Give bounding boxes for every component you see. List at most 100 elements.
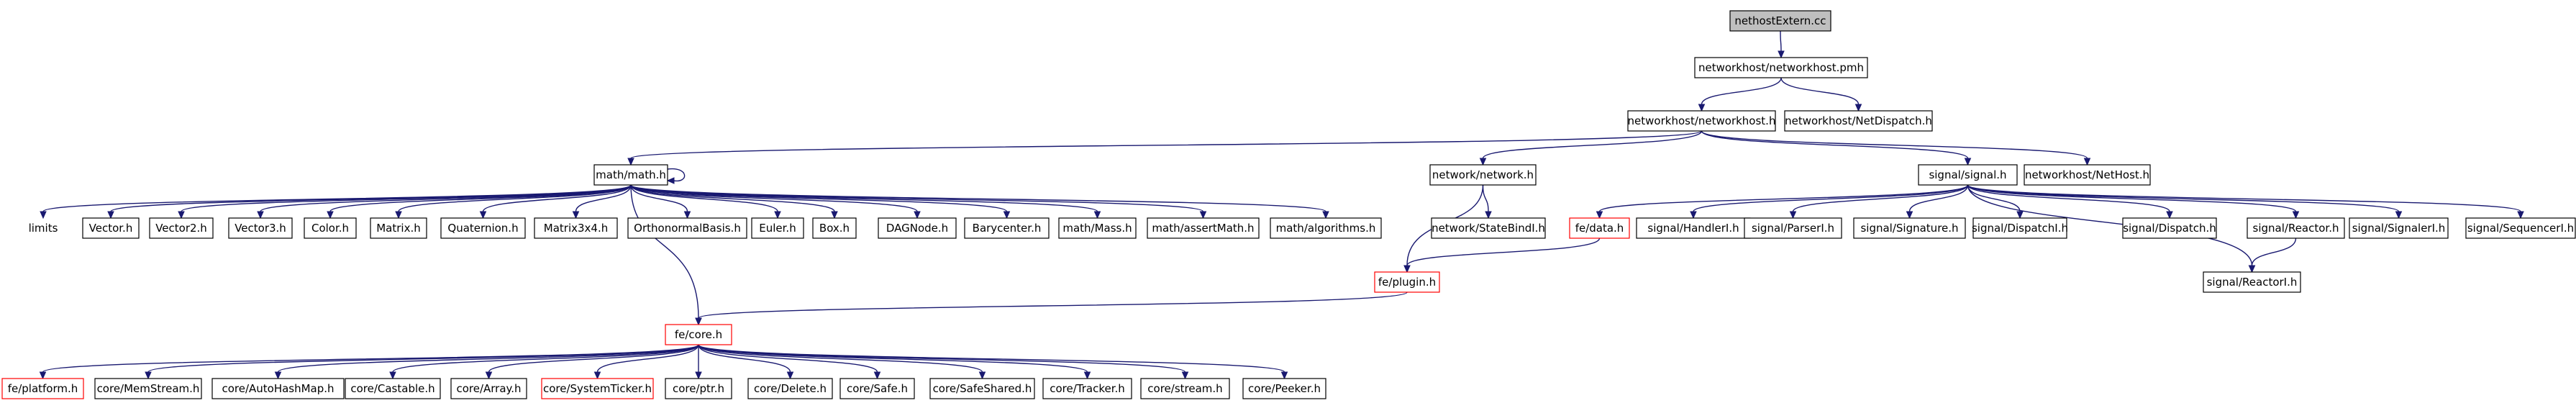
node-pmh[interactable]: networkhost/networkhost.pmh xyxy=(1694,57,1868,78)
edge-fedata-to-plugin xyxy=(1403,237,1601,273)
node-nh[interactable]: networkhost/networkhost.h xyxy=(1627,110,1776,132)
node-dispatch[interactable]: signal/Dispatch.h xyxy=(2122,217,2217,239)
edge-mathh-to-mass xyxy=(630,184,1101,219)
node-fedata[interactable]: fe/data.h xyxy=(1569,217,1630,239)
node-reactori[interactable]: signal/ReactorI.h xyxy=(2203,271,2301,293)
node-vector2[interactable]: Vector2.h xyxy=(149,217,214,239)
node-statebindi[interactable]: network/StateBindI.h xyxy=(1431,217,1546,239)
node-matrix3x4[interactable]: Matrix3x4.h xyxy=(534,217,618,239)
node-stream[interactable]: core/stream.h xyxy=(1140,378,1230,399)
edge-mathh-to-matrix xyxy=(395,184,632,219)
node-signature[interactable]: signal/Signature.h xyxy=(1853,217,1966,239)
node-label: signal/ParserI.h xyxy=(1752,222,1834,235)
node-mass[interactable]: math/Mass.h xyxy=(1058,217,1137,239)
node-orthonormal[interactable]: OrthonormalBasis.h xyxy=(627,217,747,239)
node-label: core/ptr.h xyxy=(673,382,724,395)
edge-signalh-to-dispatch xyxy=(1967,184,2173,219)
edge-mathh-to-orthonormal xyxy=(630,184,691,219)
node-label: network/network.h xyxy=(1432,168,1534,181)
edge-fecore-to-stream xyxy=(698,344,1189,380)
edge-mathh-to-vector3 xyxy=(257,184,632,219)
node-sequenceri[interactable]: signal/SequencerI.h xyxy=(2465,217,2576,239)
node-tracker[interactable]: core/Tracker.h xyxy=(1042,378,1132,399)
edge-fecore-to-peeker xyxy=(698,344,1288,380)
edge-signalh-to-parseri xyxy=(1789,184,1969,219)
node-box[interactable]: Box.h xyxy=(812,217,857,239)
edge-fecore-to-platform xyxy=(39,344,699,380)
edge-fecore-to-safeshared xyxy=(698,344,986,380)
node-label: nethostExtern.cc xyxy=(1734,14,1826,27)
node-ptr[interactable]: core/ptr.h xyxy=(665,378,732,399)
node-label: core/MemStream.h xyxy=(97,382,200,395)
node-label: DAGNode.h xyxy=(886,222,948,235)
edge-mathh-to-mathh xyxy=(666,168,686,184)
node-label: core/AutoHashMap.h xyxy=(222,382,334,395)
node-label: Quaternion.h xyxy=(447,222,518,235)
node-handleri[interactable]: signal/HandlerI.h xyxy=(1636,217,1751,239)
node-label: signal/SequencerI.h xyxy=(2467,222,2574,235)
node-safe[interactable]: core/Safe.h xyxy=(839,378,915,399)
node-parseri[interactable]: signal/ParserI.h xyxy=(1744,217,1842,239)
node-root[interactable]: nethostExtern.cc xyxy=(1729,10,1831,32)
node-label: core/Safe.h xyxy=(847,382,908,395)
node-label: fe/platform.h xyxy=(8,382,78,395)
node-label: networkhost/networkhost.pmh xyxy=(1698,61,1864,74)
edge-fecore-to-safe xyxy=(698,344,881,380)
node-delete[interactable]: core/Delete.h xyxy=(747,378,833,399)
node-castable[interactable]: core/Castable.h xyxy=(345,378,441,399)
node-array[interactable]: core/Array.h xyxy=(450,378,527,399)
node-label: Vector.h xyxy=(89,222,133,235)
node-label: networkhost/networkhost.h xyxy=(1628,114,1776,127)
node-safeshared[interactable]: core/SafeShared.h xyxy=(929,378,1035,399)
edge-signalh-to-handleri xyxy=(1690,184,1969,219)
node-vector3[interactable]: Vector3.h xyxy=(228,217,293,239)
edge-nh-to-nethost xyxy=(1701,130,2091,166)
node-memstream[interactable]: core/MemStream.h xyxy=(94,378,202,399)
node-networkh[interactable]: network/network.h xyxy=(1429,164,1537,186)
edge-signalh-to-sequenceri xyxy=(1967,184,2524,219)
node-label: core/Tracker.h xyxy=(1050,382,1125,395)
edge-root-to-pmh xyxy=(1778,30,1785,59)
node-limits: limits xyxy=(29,222,58,235)
node-dispatchi[interactable]: signal/DispatchI.h xyxy=(1972,217,2068,239)
node-color[interactable]: Color.h xyxy=(304,217,357,239)
node-autohashmap[interactable]: core/AutoHashMap.h xyxy=(211,378,345,399)
node-label: Matrix.h xyxy=(376,222,421,235)
edge-nh-to-signalh xyxy=(1701,130,1972,166)
node-barycenter[interactable]: Barycenter.h xyxy=(964,217,1050,239)
edge-mathh-to-algorithms xyxy=(630,184,1329,219)
node-quaternion[interactable]: Quaternion.h xyxy=(440,217,526,239)
node-systemticker[interactable]: core/SystemTicker.h xyxy=(541,378,654,399)
node-signalh[interactable]: signal/signal.h xyxy=(1918,164,2018,186)
node-platform[interactable]: fe/platform.h xyxy=(1,378,84,399)
node-vector[interactable]: Vector.h xyxy=(82,217,140,239)
node-dagnode[interactable]: DAGNode.h xyxy=(878,217,957,239)
edge-signalh-to-fedata xyxy=(1596,184,1969,219)
edge-mathh-to-barycenter xyxy=(630,184,1011,219)
node-euler[interactable]: Euler.h xyxy=(751,217,804,239)
node-label: Vector3.h xyxy=(235,222,286,235)
node-nethost[interactable]: networkhost/NetHost.h xyxy=(2024,164,2151,186)
edge-fecore-to-tracker xyxy=(698,344,1091,380)
node-mathh[interactable]: math/math.h xyxy=(593,164,668,186)
node-netdispatch[interactable]: networkhost/NetDispatch.h xyxy=(1784,110,1933,132)
node-assertmath[interactable]: math/assertMath.h xyxy=(1147,217,1260,239)
edge-plugin-to-fecore xyxy=(695,291,1408,326)
edge-signalh-to-reactor xyxy=(1967,184,2300,219)
node-label: networkhost/NetHost.h xyxy=(2025,168,2149,181)
node-algorithms[interactable]: math/algorithms.h xyxy=(1270,217,1382,239)
node-matrix[interactable]: Matrix.h xyxy=(370,217,427,239)
node-signaleri[interactable]: signal/SignalerI.h xyxy=(2349,217,2449,239)
node-label: core/Castable.h xyxy=(350,382,434,395)
node-label: signal/signal.h xyxy=(1929,168,2006,181)
edge-fecore-to-array xyxy=(485,344,699,380)
node-plugin[interactable]: fe/plugin.h xyxy=(1374,271,1440,293)
node-reactor[interactable]: signal/Reactor.h xyxy=(2247,217,2345,239)
node-peeker[interactable]: core/Peeker.h xyxy=(1242,378,1326,399)
node-label: core/Array.h xyxy=(456,382,521,395)
edge-mathh-to-color xyxy=(327,184,632,219)
node-fecore[interactable]: fe/core.h xyxy=(665,324,732,345)
edge-nh-to-mathh xyxy=(627,130,1703,166)
node-label: networkhost/NetDispatch.h xyxy=(1785,114,1932,127)
node-label: math/assertMath.h xyxy=(1152,222,1254,235)
